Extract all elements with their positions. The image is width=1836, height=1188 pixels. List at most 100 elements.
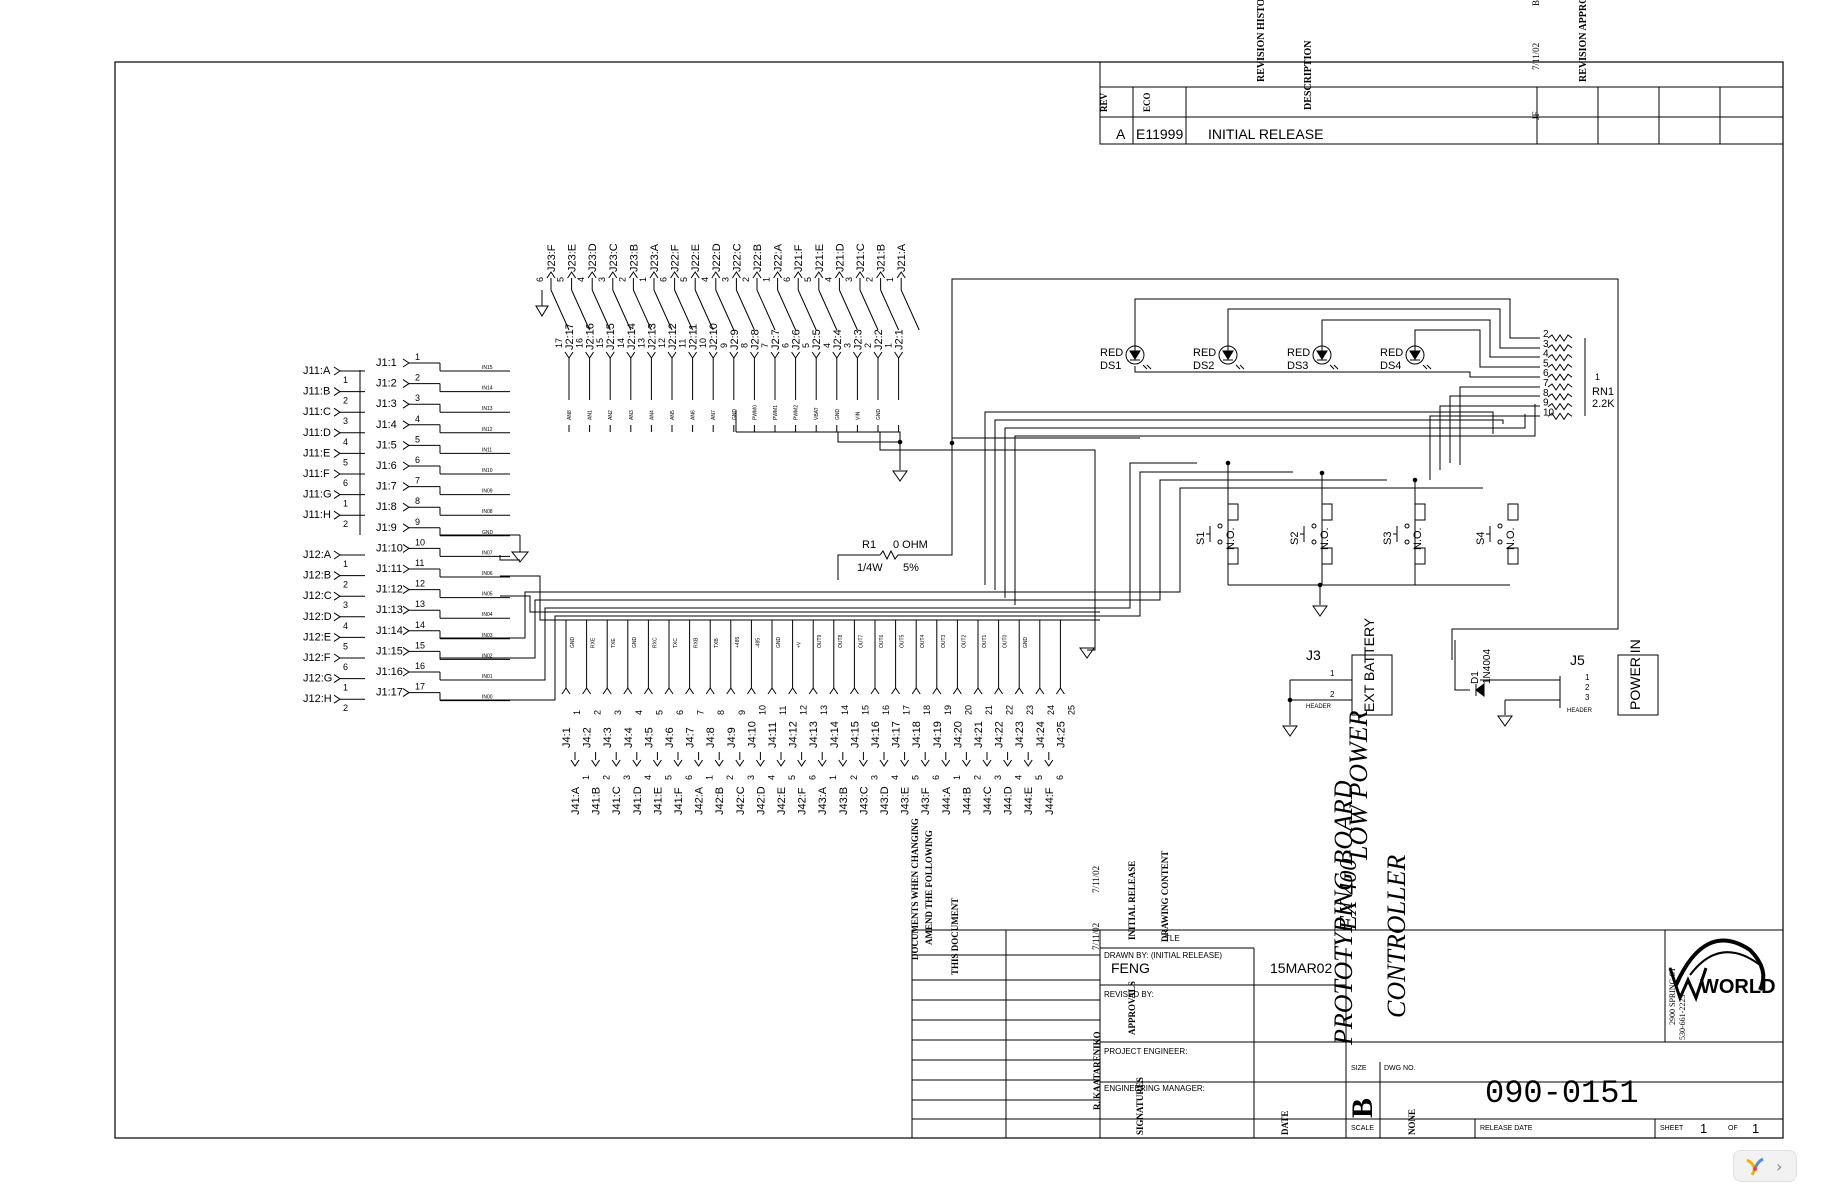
j4-net-label: +485	[735, 637, 741, 648]
j1-arrow	[402, 420, 410, 430]
j2-pin: 14	[616, 338, 626, 348]
j1-pin: 10	[415, 537, 425, 547]
led-light-arrows	[1329, 364, 1339, 370]
j12-pin: 2	[343, 703, 348, 713]
j2x-pin: 4	[576, 277, 586, 282]
drawn-by-value: FENG	[1111, 960, 1150, 976]
j4-net-label: GND	[1023, 637, 1029, 649]
j2-label: J2:15	[605, 323, 617, 350]
j4-pin: 17	[902, 705, 912, 715]
svg-text:1: 1	[1585, 673, 1590, 682]
j4x-arrow	[920, 759, 930, 767]
j2x-arrow	[773, 271, 783, 279]
j2x-pin: 1	[638, 277, 648, 282]
j4x-label: J44:F	[1044, 787, 1056, 815]
j4x-arrow	[714, 759, 724, 767]
viewer-navigation-button[interactable]: ›	[1733, 1150, 1797, 1182]
j4x-label: J44:D	[1003, 786, 1015, 815]
j1-label: J1:17	[376, 687, 403, 699]
rn1-element	[1547, 383, 1573, 391]
j4-net-label: OUT3	[941, 634, 947, 648]
j2-arrow	[791, 351, 801, 359]
j4-net-label: OUT9	[817, 634, 823, 648]
j4-pin: 15	[860, 705, 870, 715]
j1-pin: 13	[415, 599, 425, 609]
j12-arrow	[333, 612, 341, 622]
j12-label: J12:E	[303, 631, 331, 643]
d1-value: 1N4004	[1482, 649, 1493, 684]
j12-label: J12:B	[303, 570, 331, 582]
j2x-jumper	[632, 289, 652, 331]
j2x-pin: 6	[535, 277, 545, 282]
j2x-jumper	[653, 289, 673, 331]
j1-net-label: IN06	[482, 571, 493, 577]
j2x-arrow	[731, 271, 741, 279]
j2-net-label: AN2	[608, 410, 614, 420]
j4-label: J4:4	[623, 727, 635, 748]
j4x-label: J44:C	[982, 786, 994, 815]
j11-label: J11:C	[303, 406, 331, 418]
j4x-arrow	[941, 759, 951, 767]
sheet-caption: SHEET	[1660, 1125, 1684, 1132]
engineering-manager-caption: ENGINEERING MANAGER:	[1104, 1084, 1205, 1093]
j2-arrow	[832, 351, 842, 359]
j2-label: J2:9	[729, 329, 741, 350]
revised-by-caption: REVISED BY:	[1104, 990, 1154, 999]
j2-net-label: PWM1	[773, 405, 779, 420]
switch-contact	[1497, 523, 1503, 529]
j4-net-label: GND	[776, 637, 782, 649]
j4-arrow	[685, 687, 695, 695]
j4-arrow	[891, 687, 901, 695]
j1-label: J1:11	[376, 563, 402, 575]
j4-net-label: RXB	[694, 637, 700, 648]
j4x-label: J43:A	[817, 786, 829, 815]
j2-net-label: AN3	[629, 410, 635, 420]
j4-net-label: OUT4	[920, 634, 926, 648]
j4-label: J4:17	[891, 721, 903, 748]
j4-label: J4:14	[829, 721, 841, 748]
j4-arrow	[788, 687, 798, 695]
j1-net-label: IN10	[482, 468, 493, 474]
j4x-pin: 1	[828, 775, 838, 780]
j1-pin: 6	[415, 455, 420, 465]
j1-net-label: IN14	[482, 386, 493, 392]
j1-arrow	[402, 564, 410, 574]
project-engineer-caption: PROJECT ENGINEER:	[1104, 1047, 1187, 1056]
j12-arrow	[333, 694, 341, 704]
revision-date: 7/11/02	[1531, 43, 1541, 70]
j4-label: J4:12	[788, 721, 800, 748]
j4-pin: 22	[1005, 705, 1015, 715]
switch-ref: S1	[1195, 532, 1207, 545]
j2x-label: J21:B	[876, 244, 888, 272]
rn1-ref: RN1	[1592, 386, 1614, 398]
j2x-label: J21:C	[855, 243, 867, 272]
j2x-label: J23:B	[628, 244, 640, 272]
eco-header: ECO	[1142, 92, 1152, 112]
j4-arrow	[767, 687, 777, 695]
j2-arrow	[811, 351, 821, 359]
j11-arrow	[333, 448, 341, 458]
led-color: RED	[1380, 347, 1403, 359]
j4-arrow	[911, 687, 921, 695]
j1-arrow	[402, 399, 410, 409]
j12-label: J12:D	[303, 611, 332, 623]
j1-net-label: IN00	[482, 695, 493, 701]
j1-pin: 17	[415, 682, 425, 692]
j1-pin: 16	[415, 661, 425, 671]
switch-terminal	[1507, 503, 1519, 521]
rn1-element	[1547, 392, 1573, 401]
j2x-arrow	[814, 271, 824, 279]
j2-net-label: VIN	[855, 411, 861, 420]
chevron-right-icon[interactable]: ›	[1776, 1156, 1783, 1176]
j2-label: J2:1	[894, 329, 906, 350]
j2x-label: J21:F	[793, 244, 805, 272]
j3-header-label: HEADER	[1306, 704, 1332, 710]
j2x-label: J23:F	[546, 244, 558, 272]
j2-pin: 9	[719, 343, 729, 348]
j4-pin: 14	[840, 705, 850, 715]
switch-ref: S2	[1289, 532, 1301, 545]
j4x-arrow	[755, 759, 765, 767]
doc-note-1: DOCUMENTS WHEN CHANGING	[910, 818, 920, 960]
j4-connector-group: J4:11J4:22J4:33J4:44J4:55J4:66J4:77J4:88…	[561, 619, 1080, 815]
